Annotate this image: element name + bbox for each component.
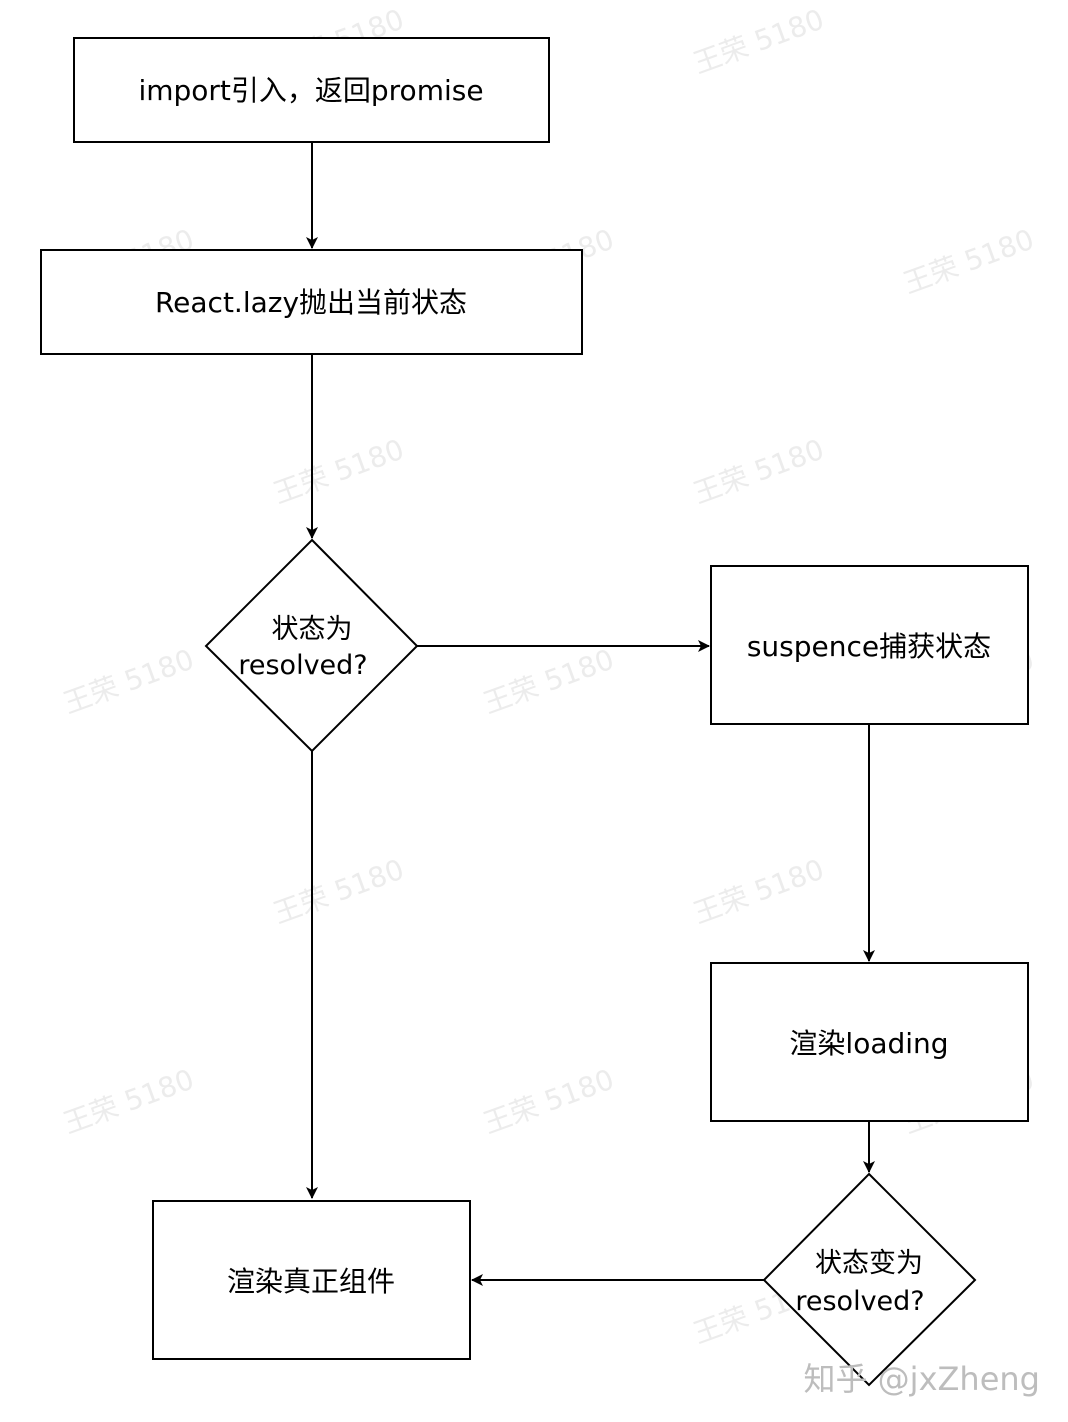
node-render-real: 渲染真正组件: [152, 1200, 471, 1360]
node-import-promise: import引入，返回promise: [73, 37, 550, 143]
decision-is-resolved-line2: resolved?: [238, 650, 367, 681]
node-react-lazy-label: React.lazy抛出当前状态: [155, 286, 467, 319]
node-import-promise-label: import引入，返回promise: [138, 74, 483, 107]
node-suspense-catch-label: suspence捕获状态: [747, 630, 991, 663]
decision-becomes-resolved-line1: 状态变为: [815, 1248, 923, 1279]
node-react-lazy: React.lazy抛出当前状态: [40, 249, 583, 355]
decision-becomes-resolved: 状态变为 resolved?: [762, 1172, 977, 1387]
node-render-loading-label: 渲染loading: [789, 1027, 948, 1060]
zhihu-credit: 知乎 @jxZheng: [803, 1360, 1041, 1398]
decision-is-resolved: 状态为 resolved?: [204, 538, 419, 753]
node-render-real-label: 渲染真正组件: [227, 1265, 395, 1298]
node-render-loading: 渲染loading: [710, 962, 1029, 1122]
decision-is-resolved-line1: 状态为: [272, 614, 353, 645]
node-suspense-catch: suspence捕获状态: [710, 565, 1029, 725]
decision-becomes-resolved-line2: resolved?: [795, 1286, 924, 1317]
